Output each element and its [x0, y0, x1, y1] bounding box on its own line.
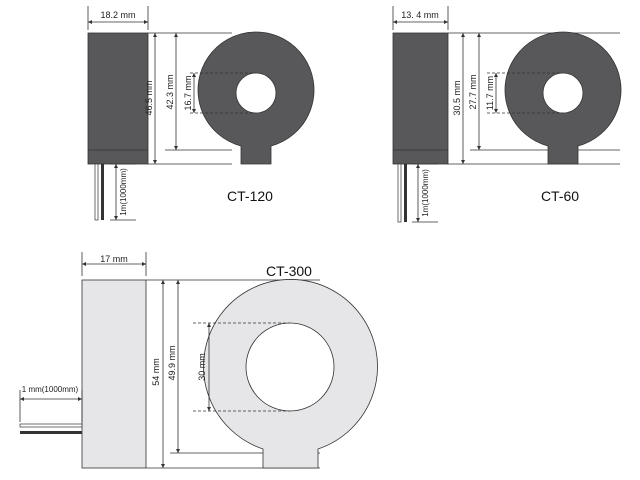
ct60-cable-label: 1m(1000mm) [421, 169, 430, 217]
ct120-cable-label: 1m(1000mm) [119, 168, 128, 216]
ct300-cable-white [19, 423, 83, 428]
ct60-model-label: CT-60 [541, 188, 579, 204]
ct120-cable-white [94, 163, 99, 221]
ct300-model-label: CT-300 [266, 263, 312, 279]
ct120-drawing: 18.2 mm 1m(1000mm) 46.5 mm 42.3 mm 16.7 … [87, 6, 315, 221]
ct120-width-label: 18.2 mm [100, 10, 135, 20]
ct60-height-label: 30.5 mm [452, 80, 462, 115]
ct120-height-label: 46.5 mm [144, 80, 154, 115]
ct300-width-label: 17 mm [100, 254, 128, 264]
ct60-drawing: 13. 4 mm 1m(1000mm) 30.5 mm 27.7 mm 11.7… [392, 6, 622, 223]
ct120-inner-height-label: 42.3 mm [165, 74, 175, 109]
ct300-inner-height-label: 49.9 mm [167, 345, 177, 380]
ct60-cable-white [397, 163, 402, 223]
ct60-hole-label: 11.7 mm [485, 76, 495, 110]
ct120-cable-black [101, 164, 104, 220]
ct300-height-label: 54 mm [151, 358, 161, 386]
ct120-ring [197, 31, 315, 165]
ct120-hole-label: 16.7 mm [183, 75, 193, 110]
ct300-side-body [81, 279, 147, 469]
ct60-cable-black [404, 164, 407, 222]
ct120-side-body [87, 32, 149, 165]
ct60-side-body [392, 32, 449, 165]
ct60-ring [504, 31, 622, 165]
ct60-inner-height-label: 27.7 mm [468, 74, 478, 109]
ct120-model-label: CT-120 [227, 188, 273, 204]
ct300-cable-black [20, 431, 82, 434]
ct300-cable-label: 1 mm(1000mm) [22, 385, 79, 394]
ct60-width-label: 13. 4 mm [401, 10, 439, 20]
ct300-drawing: 17 mm 1 mm(1000mm) 54 mm 49.9 mm 30 mm C… [19, 252, 378, 469]
ct300-hole-label: 30 mm [197, 353, 207, 381]
ct300-ring [203, 279, 378, 469]
